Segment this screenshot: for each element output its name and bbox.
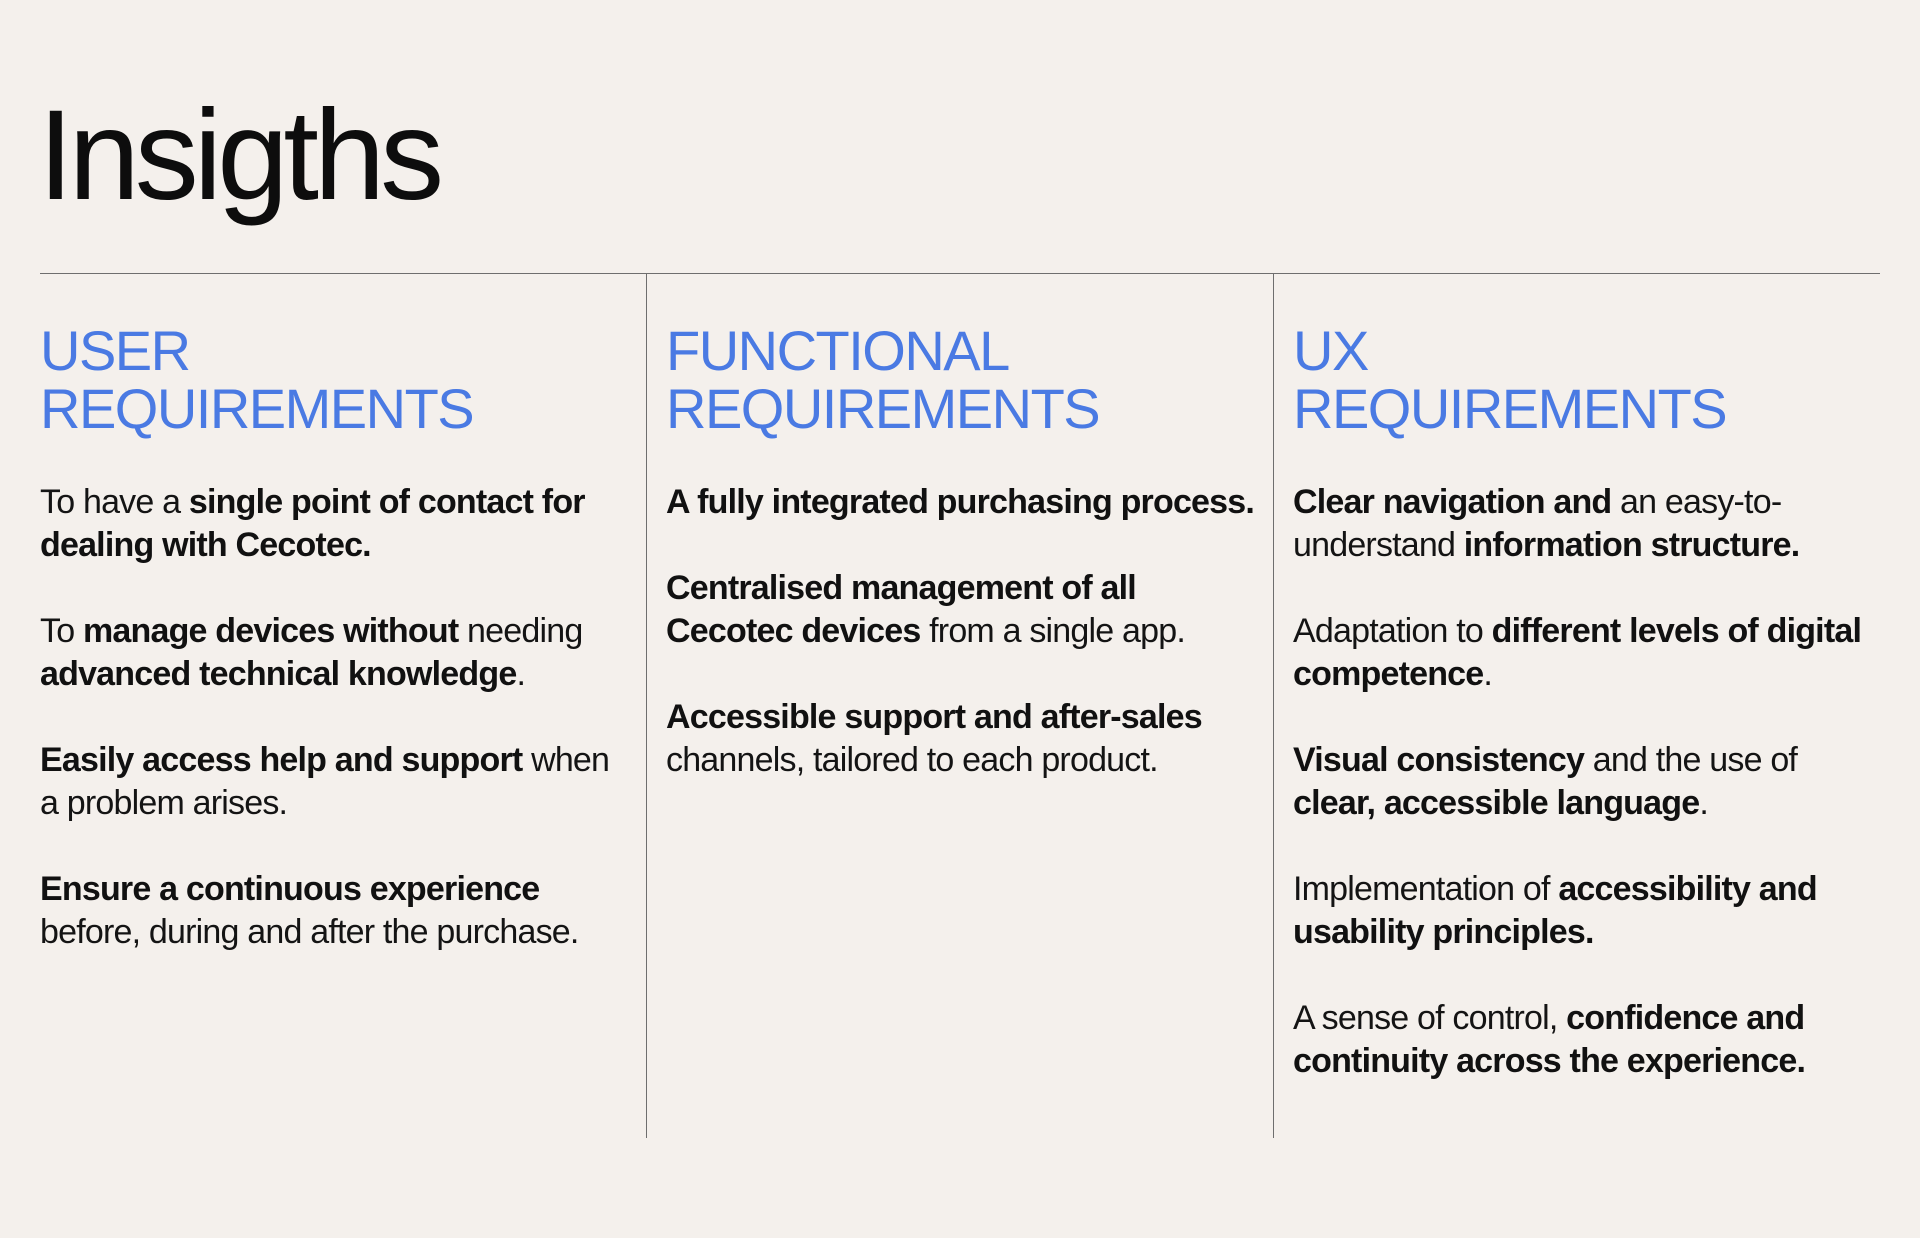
requirement-text-bold: confidence and continuity across the exp… — [1293, 999, 1806, 1080]
column-heading-line: USER — [40, 319, 191, 382]
user-requirements-column: USER REQUIREMENTS To have a single point… — [40, 322, 630, 997]
requirement-text: A sense of control, — [1293, 999, 1567, 1037]
functional-requirements-column: FUNCTIONAL REQUIREMENTS A fully integrat… — [666, 322, 1256, 825]
requirement-text: channels, tailored to each product. — [666, 741, 1159, 779]
requirement-text: To — [40, 612, 83, 650]
requirement-text-bold: advanced technical knowledge — [40, 655, 517, 693]
requirement-text: when a problem arises. — [40, 741, 610, 822]
requirement-text-bold: information structure. — [1463, 526, 1800, 564]
requirement-text-bold: different levels of digital competence — [1293, 612, 1862, 693]
column-heading-line: FUNCTIONAL — [666, 319, 1010, 382]
requirement-text: needing — [458, 612, 583, 650]
requirement-text-bold: Visual consistency — [1293, 741, 1585, 779]
column-heading-line: REQUIREMENTS — [1293, 377, 1728, 440]
column-heading: FUNCTIONAL REQUIREMENTS — [666, 322, 1256, 438]
requirement-list: To have a single point of contact for de… — [40, 481, 630, 954]
requirement-text: and the use of — [1584, 741, 1798, 779]
requirement-item: Ensure a continuous experience before, d… — [40, 868, 630, 954]
requirement-text: an easy-to-understand — [1293, 483, 1782, 564]
column-divider — [646, 273, 647, 1138]
requirement-item: To have a single point of contact for de… — [40, 481, 630, 567]
requirement-text-bold: Easily access help and support — [40, 741, 523, 779]
column-heading: USER REQUIREMENTS — [40, 322, 630, 438]
requirement-item: Centralised management of all Cecotec de… — [666, 567, 1256, 653]
page-title: Insigths — [38, 84, 444, 227]
column-heading-line: UX — [1293, 319, 1369, 382]
requirement-text-bold: Ensure a continuous experience — [40, 870, 540, 908]
requirement-text-bold: Accessible support and after-sales — [666, 698, 1203, 736]
column-heading: UX REQUIREMENTS — [1293, 322, 1883, 438]
requirement-text: from a single app. — [920, 612, 1186, 650]
requirement-text: before, during and after the purchase. — [40, 913, 579, 951]
requirement-text-bold: Clear navigation and — [1293, 483, 1612, 521]
header-divider — [40, 273, 1880, 274]
requirement-text: To have a — [40, 483, 189, 521]
requirement-list: A fully integrated purchasing process. Ce… — [666, 481, 1256, 782]
requirement-text: . — [1483, 655, 1493, 693]
requirement-item: Accessible support and after-sales chann… — [666, 696, 1256, 782]
requirement-text: . — [516, 655, 526, 693]
column-heading-line: REQUIREMENTS — [40, 377, 475, 440]
requirement-text-bold: clear, accessible language — [1293, 784, 1700, 822]
requirement-text-bold: Centralised management of all Cecotec de… — [666, 569, 1137, 650]
requirement-item: Easily access help and support when a pr… — [40, 739, 630, 825]
requirement-list: Clear navigation and an easy-to-understa… — [1293, 481, 1883, 1083]
requirement-item: To manage devices without needing advanc… — [40, 610, 630, 696]
requirement-item: Clear navigation and an easy-to-understa… — [1293, 481, 1883, 567]
requirement-text-bold: A fully integrated purchasing process. — [666, 483, 1255, 521]
column-heading-line: REQUIREMENTS — [666, 377, 1101, 440]
requirement-text: Implementation of — [1293, 870, 1559, 908]
requirement-item: A fully integrated purchasing process. — [666, 481, 1256, 524]
requirement-text-bold: accessibility and usability principles. — [1293, 870, 1818, 951]
ux-requirements-column: UX REQUIREMENTS Clear navigation and an … — [1293, 322, 1883, 1126]
requirement-text: Adaptation to — [1293, 612, 1492, 650]
requirement-item: A sense of control, confidence and conti… — [1293, 997, 1883, 1083]
requirement-text-bold: single point of contact for dealing with… — [40, 483, 586, 564]
requirement-text: . — [1699, 784, 1708, 822]
requirement-text-bold: manage devices without — [82, 612, 459, 650]
requirement-item: Implementation of accessibility and usab… — [1293, 868, 1883, 954]
requirement-item: Adaptation to different levels of digita… — [1293, 610, 1883, 696]
requirement-item: Visual consistency and the use of clear,… — [1293, 739, 1883, 825]
column-divider — [1273, 273, 1274, 1138]
